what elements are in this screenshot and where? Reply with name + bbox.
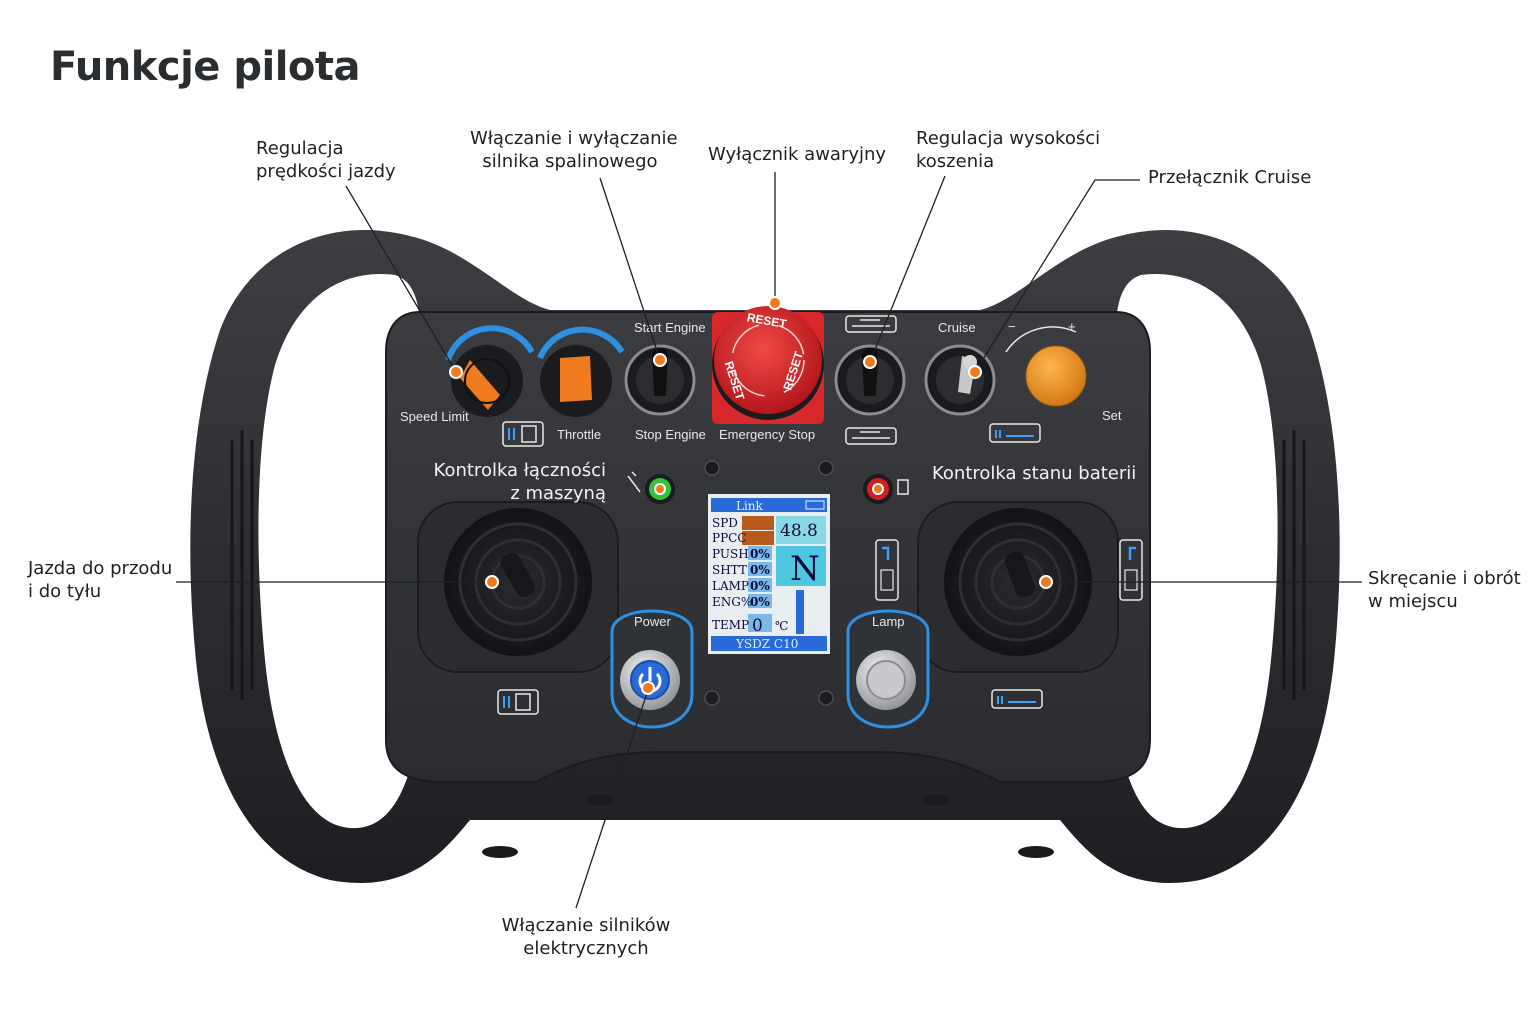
turn-right-icon (1119, 539, 1143, 601)
mowing-height-toggle[interactable] (834, 344, 906, 416)
set-plus-label: + (1068, 319, 1076, 334)
right-joystick[interactable] (917, 501, 1119, 673)
leader-lines (176, 172, 1362, 909)
lcd-spd: SPD (712, 516, 738, 530)
lcd-header: Link (736, 499, 764, 513)
throttle-label: Throttle (557, 427, 601, 442)
lcd-footer: YSDZ C10 (735, 637, 798, 651)
lcd-eng-value: 0% (750, 595, 770, 609)
lcd-ppcc: PPCC (712, 531, 747, 545)
lcd-shtt-value: 0% (750, 563, 770, 577)
cruise-toggle-switch[interactable] (924, 344, 996, 416)
start-engine-label: Start Engine (634, 320, 706, 335)
cruise-set-knob[interactable] (1005, 326, 1087, 407)
power-button[interactable] (610, 609, 694, 729)
deck-joystick-icon (991, 689, 1043, 709)
throttle-knob[interactable] (537, 326, 625, 417)
lamp-label: Lamp (872, 614, 905, 629)
lcd-display: Link SPD PPCC 48.8 PUSH 0% SHTT 0% LAMP … (708, 494, 830, 654)
emergency-stop-label: Emergency Stop (719, 427, 815, 442)
cruise-panel-label: Cruise (938, 320, 976, 335)
power-label: Power (634, 614, 672, 629)
speed-limit-label: Speed Limit (400, 409, 469, 424)
lcd-temp-unit: ℃ (775, 619, 788, 633)
cruise-deck-icon (989, 423, 1041, 443)
lcd-temp: TEMP (712, 618, 749, 632)
lcd-value: 48.8 (780, 521, 818, 541)
lcd-lamp: LAMP (712, 579, 749, 593)
set-minus-label: − (1008, 319, 1016, 334)
forward-reverse-joystick-icon (497, 689, 539, 715)
lcd-gear: N (790, 549, 820, 589)
turn-left-icon (875, 539, 899, 601)
callout-cruise-switch: Przełącznik Cruise (1148, 167, 1312, 188)
forward-reverse-icon (502, 421, 544, 447)
page-title: Funkcje pilota (50, 44, 361, 90)
stop-engine-label: Stop Engine (635, 427, 706, 442)
reset-label-top: RESET (746, 310, 788, 331)
callout-battery-indicator: Kontrolka stanu baterii (932, 463, 1137, 484)
mower-deck-down-icon (845, 427, 897, 445)
mower-deck-up-icon (845, 315, 897, 333)
callout-dots (449, 296, 1053, 695)
callout-emergency-stop: Wyłącznik awaryjny (708, 144, 887, 165)
lcd-push: PUSH (712, 547, 749, 561)
left-joystick[interactable] (417, 501, 619, 673)
lcd-eng: ENG% (712, 595, 752, 609)
lcd-lamp-value: 0% (750, 579, 770, 593)
speed-limit-knob[interactable] (445, 325, 535, 417)
lcd-push-value: 0% (750, 547, 770, 561)
lcd-shtt: SHTT (712, 563, 747, 577)
lamp-button[interactable] (846, 609, 930, 729)
lcd-temp-value: 0 (752, 616, 763, 636)
set-label: Set (1102, 408, 1122, 423)
emergency-stop-button[interactable]: RESET RESET RESET (712, 306, 824, 424)
